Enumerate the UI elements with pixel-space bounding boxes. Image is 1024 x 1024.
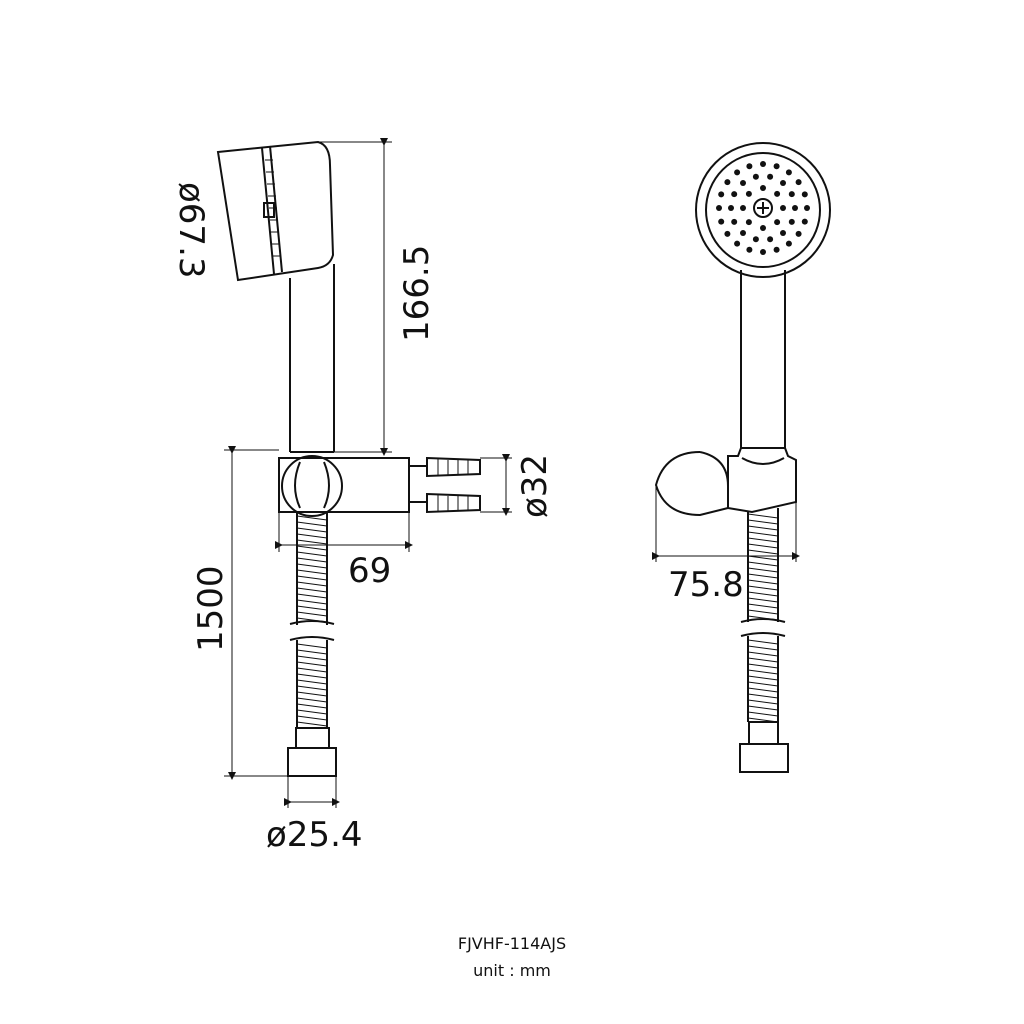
nozzle-hole [788,218,795,225]
nozzle-hole [740,230,746,236]
dim-hose-length-label: 1500 [191,565,231,652]
side-hose [289,512,335,728]
wall-anchor-bottom [409,492,481,514]
nozzle-hole [728,205,734,211]
nozzle-hole [785,169,792,176]
nozzle-hole [752,236,759,243]
nozzle-hole [734,240,741,247]
dim-bracket-diameter-label: ø32 [515,454,555,518]
nozzle-hole [752,173,759,180]
nozzle-hole [788,191,795,198]
side-shower-head [216,140,335,282]
front-hose-nut [739,721,789,773]
nozzle-hole [774,219,781,226]
nozzle-hole [773,246,780,253]
nozzle-hole [795,230,802,237]
front-shower-head [695,142,831,278]
side-bracket [278,455,481,517]
nozzle-hole [773,163,780,170]
front-bracket [654,447,797,517]
nozzle-hole [731,191,738,198]
front-handle [740,270,786,448]
nozzle-hole [795,179,802,186]
nozzle-hole [774,190,781,197]
dim-handle-length: 166.5 [318,138,437,456]
front-view: 75.8 [652,142,831,773]
nozzle-hole [745,190,752,197]
nozzle-hole [785,240,792,247]
side-handle [289,264,335,453]
nozzle-hole [760,161,766,167]
unit-label: unit : mm [473,961,551,980]
nozzle-hole [746,163,753,170]
front-hose [740,508,786,723]
nozzle-hole [792,205,798,211]
dim-hose-length: 1500 [191,446,288,780]
nozzle-hole [760,225,766,231]
dim-head-diameter: ø67.3 [171,182,211,279]
nozzle-hole [780,205,786,211]
nozzle-holes [716,161,810,255]
dim-bracket-width: 75.8 [652,485,800,605]
side-hose-nut [287,727,337,777]
nozzle-hole [746,246,753,253]
dim-head-diameter-label: ø67.3 [171,182,211,279]
nozzle-hole [740,180,746,186]
nozzle-hole [724,179,731,186]
nozzle-hole [731,218,738,225]
dim-nut-diameter-label: ø25.4 [266,815,363,855]
nozzle-hole [734,169,741,176]
nozzle-hole [760,249,766,255]
nozzle-hole [740,205,746,211]
nozzle-hole [718,191,725,198]
dim-bracket-depth-label: 69 [348,551,391,591]
nozzle-hole [724,230,731,237]
nozzle-hole [780,180,786,186]
nozzle-hole [804,205,810,211]
nozzle-hole [801,191,808,198]
nozzle-hole [760,185,766,191]
nozzle-hole [767,173,774,180]
dim-handle-length-label: 166.5 [397,245,437,342]
nozzle-hole [745,219,752,226]
nozzle-hole [718,218,725,225]
dim-bracket-width-label: 75.8 [668,565,744,605]
side-view: 166.5 ø67.3 1500 69 ø32 [171,138,555,855]
dim-bracket-diameter: ø32 [480,454,555,518]
nozzle-hole [801,218,808,225]
model-number: FJVHF-114AJS [457,934,567,953]
nozzle-hole [716,205,722,211]
dim-nut-diameter: ø25.4 [266,776,363,855]
nozzle-hole [767,236,774,243]
wall-anchor-top [409,456,481,478]
dim-bracket-depth: 69 [275,512,413,591]
nozzle-hole [780,230,786,236]
